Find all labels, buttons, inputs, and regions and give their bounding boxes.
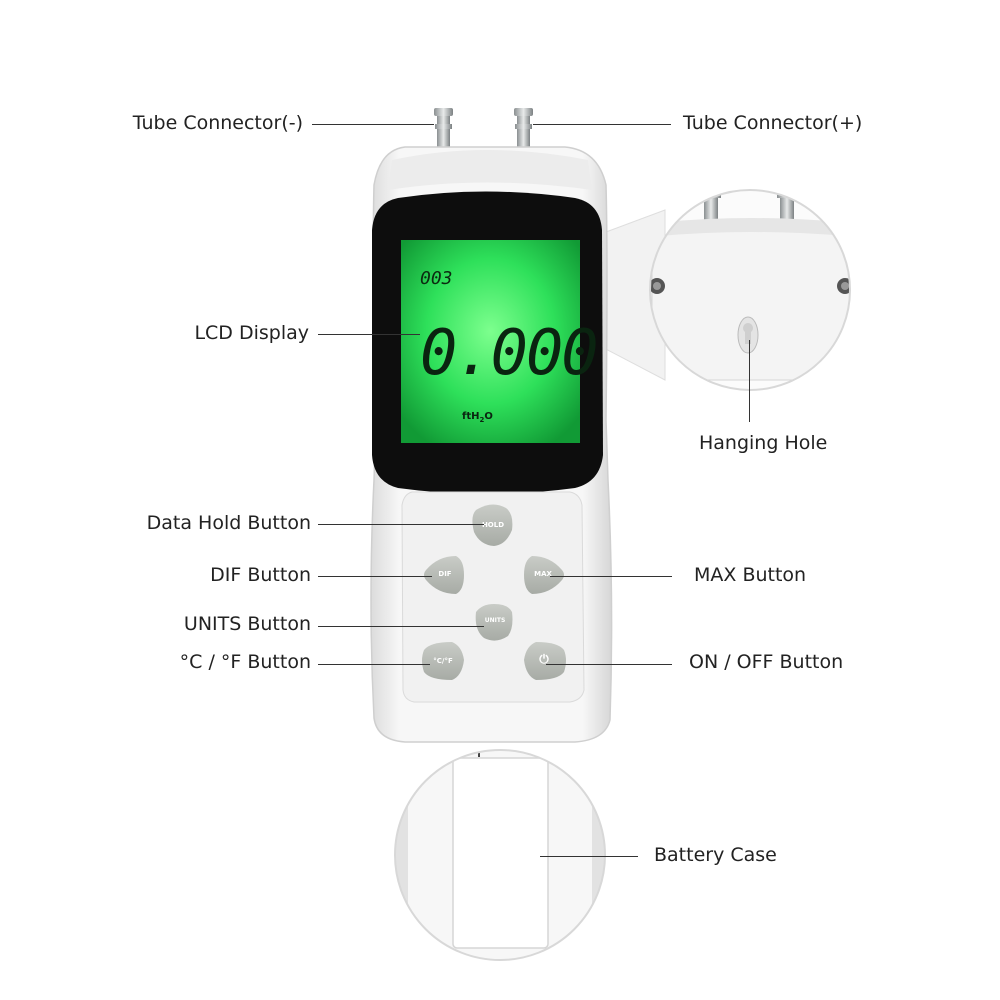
- label-lcd-display: LCD Display: [194, 322, 309, 344]
- hold-button-shape: [472, 504, 513, 546]
- label-tube-connector-plus: Tube Connector(+): [683, 112, 863, 134]
- units-button-shape: [475, 604, 513, 641]
- label-tube-connector-minus: Tube Connector(-): [132, 112, 303, 134]
- tube-connector-minus: [434, 108, 453, 151]
- battery-case-zoom: [395, 750, 605, 960]
- power-button-shape: [524, 642, 566, 680]
- lcd-unit-sub: 2: [479, 416, 485, 424]
- lcd-unit-end: O: [484, 411, 493, 422]
- leader-tube-plus: [533, 124, 671, 125]
- power-button[interactable]: ⏻: [539, 652, 549, 666]
- tube-connector-plus: [514, 108, 533, 151]
- hanging-hole-zoom: [650, 190, 850, 390]
- max-button[interactable]: MAX: [534, 570, 552, 578]
- lcd-reading: 0.000: [420, 316, 599, 389]
- leader-temp: [318, 664, 430, 665]
- leader-units: [318, 626, 484, 627]
- label-on-off-button: ON / OFF Button: [689, 651, 844, 673]
- leader-battery: [540, 856, 638, 857]
- temp-button[interactable]: °C/°F: [433, 657, 453, 665]
- lcd-screen: [401, 240, 580, 443]
- label-max-button: MAX Button: [694, 564, 807, 586]
- dif-button-shape: [424, 556, 464, 594]
- leader-hold: [318, 524, 484, 525]
- dif-button[interactable]: DIF: [438, 570, 452, 578]
- lcd-counter: 003: [420, 268, 453, 289]
- leader-power: [546, 664, 672, 665]
- max-button-shape: [524, 556, 564, 594]
- units-button[interactable]: UNITS: [484, 617, 506, 624]
- lcd-unit-main: ftH: [462, 411, 480, 422]
- label-hanging-hole: Hanging Hole: [699, 432, 828, 454]
- lcd-unit: ftH2O: [462, 411, 493, 424]
- leader-tube-minus: [312, 124, 434, 125]
- temp-button-shape: [422, 642, 464, 680]
- label-temp-button: °C / °F Button: [179, 651, 311, 673]
- leader-lcd: [318, 334, 420, 335]
- label-battery-case: Battery Case: [654, 844, 777, 866]
- hold-button[interactable]: HOLD: [481, 521, 505, 529]
- label-dif-button: DIF Button: [210, 564, 311, 586]
- leader-hanging-hole: [749, 340, 750, 422]
- leader-dif: [318, 576, 432, 577]
- label-units-button: UNITS Button: [183, 613, 311, 635]
- label-data-hold-button: Data Hold Button: [146, 512, 311, 534]
- leader-max: [550, 576, 672, 577]
